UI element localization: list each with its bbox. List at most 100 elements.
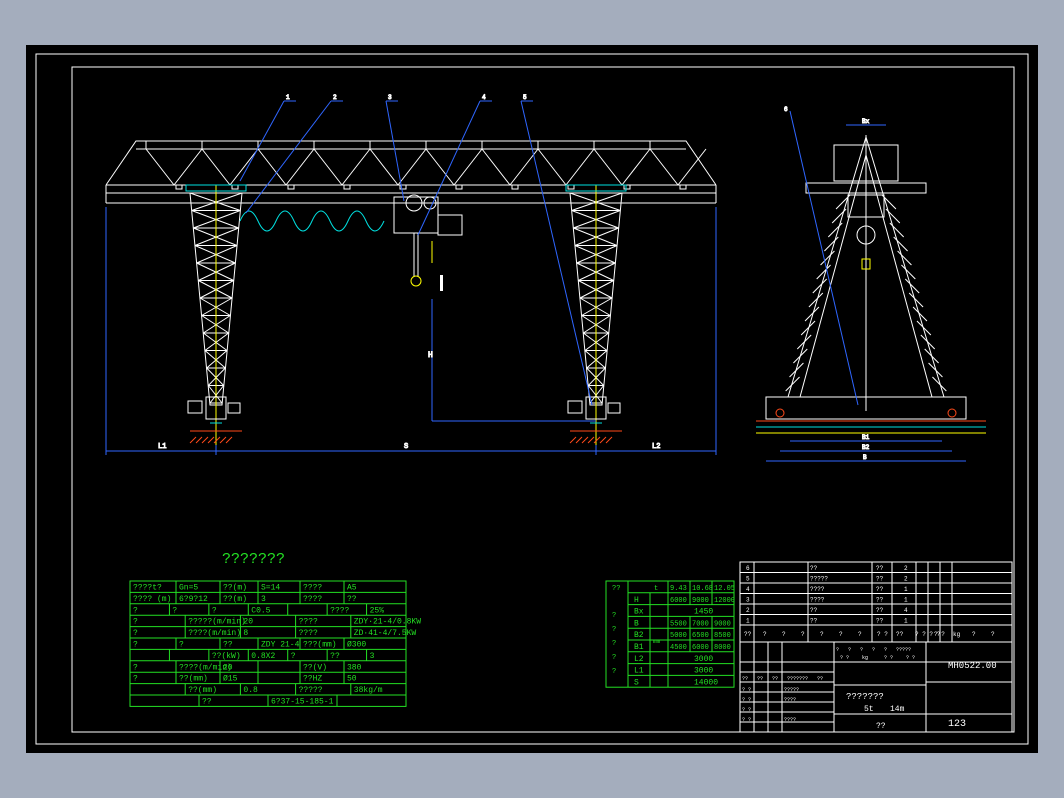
callout-number: 3 — [388, 94, 392, 101]
param-cell: 20 — [223, 663, 233, 672]
end-carriage — [585, 396, 607, 420]
leg-brace — [584, 350, 606, 369]
tb-stage: ? — [908, 647, 911, 653]
tb-sign: ? ? — [742, 717, 751, 723]
girder-stiffener — [455, 184, 463, 190]
dim-val: 4500 — [670, 644, 687, 652]
leg-brace — [574, 227, 619, 246]
dim-head: 12.05 — [714, 585, 735, 593]
leg-brace — [196, 262, 234, 281]
right-leg — [569, 192, 623, 406]
bom-head: ?? — [896, 631, 904, 638]
side-brace — [893, 236, 908, 252]
bom-cell: ?? — [876, 607, 884, 614]
bom-head: ? — [763, 631, 767, 638]
leg-brace — [204, 350, 226, 369]
leg-brace — [189, 192, 241, 211]
side-brace — [831, 208, 847, 224]
dim-l1-label: L1 — [158, 443, 166, 451]
girder-stiffener — [343, 184, 351, 190]
leg-brace — [581, 297, 613, 316]
leg-brace — [587, 367, 606, 386]
dim-sym: B2 — [634, 631, 644, 640]
dim-sym: L2 — [634, 655, 644, 664]
inner-frame — [71, 66, 1015, 733]
leg-brace — [209, 385, 225, 404]
truss-diagonal — [677, 148, 707, 186]
param-cell: 0.8 — [243, 686, 258, 695]
outer-frame — [35, 53, 1029, 745]
dim-unit: mm — [653, 638, 661, 645]
ground-hatch — [225, 436, 233, 444]
truss-diagonal — [369, 148, 399, 186]
dim-val: 1450 — [694, 608, 713, 617]
callout-number: 6 — [784, 106, 788, 113]
hoist-wheel — [405, 194, 423, 212]
leg-brace — [203, 332, 228, 351]
tb-sign: ? ? — [742, 687, 751, 693]
leg-brace — [586, 350, 608, 369]
side-leg-left — [787, 136, 867, 398]
param-cell: ? — [133, 618, 138, 627]
truss-diagonal — [649, 148, 679, 186]
callout-number: 4 — [482, 94, 486, 101]
callout-leader — [239, 100, 285, 182]
ground-hatch — [569, 436, 577, 444]
ground-hatch — [189, 436, 197, 444]
festoon-cable — [239, 210, 385, 232]
ground-hatch — [207, 436, 215, 444]
dim-sym: B — [634, 619, 639, 628]
girder-stiffener — [399, 184, 407, 190]
bom-cell: ???? — [810, 597, 825, 604]
tb-weight: ? ? — [884, 655, 893, 661]
param-cell: ???? — [299, 618, 318, 627]
param-cell: ???? — [330, 606, 349, 615]
param-cell: ????t? — [133, 584, 162, 593]
dim-b1-label: B1 — [862, 434, 870, 441]
bom-head: ? ? ? ? — [915, 631, 941, 638]
hook-block — [410, 275, 422, 287]
tb-stage: ? — [872, 647, 875, 653]
ground-hatch — [581, 436, 589, 444]
dim-sym: Bx — [634, 608, 644, 617]
side-wheel — [947, 408, 957, 418]
dim-head: ?? — [612, 585, 620, 593]
side-brace — [920, 334, 936, 350]
side-hook — [861, 258, 871, 270]
param-cell: ? — [133, 629, 138, 638]
param-cell: Ø300 — [347, 641, 366, 650]
param-cell: ??HZ — [303, 675, 322, 684]
dim-side-text: ? — [612, 668, 616, 676]
param-cell: ???? — [299, 629, 318, 638]
side-brace — [796, 334, 812, 350]
bom-cell: 1 — [904, 586, 908, 593]
bom-cell: 4 — [904, 607, 908, 614]
bom-cell: 1 — [904, 597, 908, 604]
side-brace — [904, 278, 920, 294]
bom-head: ? — [839, 631, 843, 638]
leg-brace — [574, 245, 616, 264]
param-cell: ???(mm) — [303, 641, 337, 650]
param-cell: ??(V) — [303, 663, 327, 672]
ground-hatch — [587, 436, 595, 444]
param-cell: ??(kW) — [212, 652, 241, 661]
bom-cell: ?? — [810, 607, 818, 614]
truss-diagonal — [257, 148, 287, 186]
travel-reducer — [607, 402, 621, 414]
truss-diagonal — [593, 148, 623, 186]
tb-weight: ? ? — [906, 655, 915, 661]
tb-stage: ? — [848, 647, 851, 653]
side-brace — [932, 376, 947, 392]
bom-cell: ???? — [810, 586, 825, 593]
dim-side-text: ? — [612, 626, 616, 634]
tb-cell: ?? — [742, 676, 748, 682]
leg-brace — [204, 332, 229, 351]
bom-head: ? — [820, 631, 824, 638]
dim-val: 6500 — [692, 632, 709, 640]
param-cell: ? — [133, 663, 138, 672]
tb-cell: ????? — [787, 676, 802, 682]
dim-side-text: ? — [612, 612, 616, 620]
dim-val: 14000 — [694, 678, 718, 687]
dim-val: 3000 — [694, 667, 713, 676]
